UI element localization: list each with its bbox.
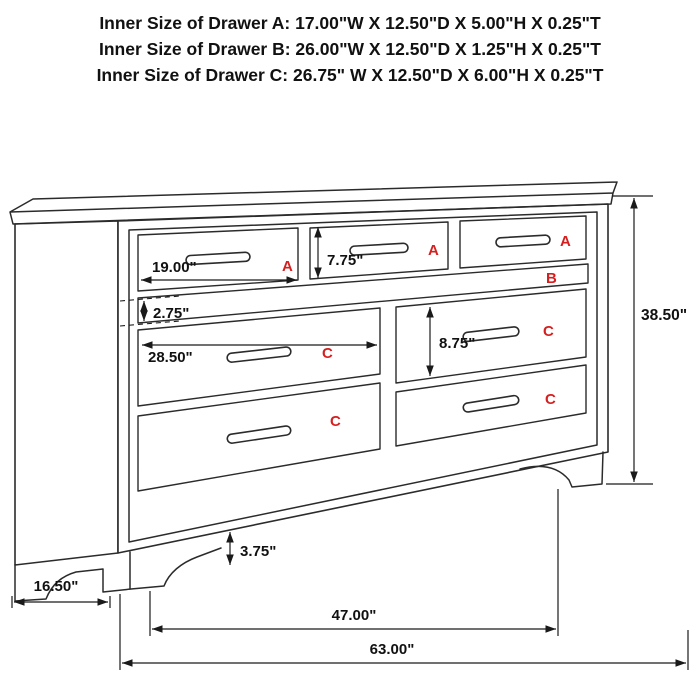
top-panel: [9, 181, 618, 225]
dim-top-drawer-height-value: 7.75": [327, 252, 363, 269]
dim-drawer-c-width-value: 28.50": [148, 349, 193, 366]
label-drawer-c-bottom-left: C: [330, 413, 341, 430]
dim-strip-height-value: 2.75": [153, 305, 189, 322]
handle-c-bottom-left: [226, 425, 292, 444]
dim-drawer-c-width: 28.50": [142, 341, 377, 366]
dim-strip-height: 2.75": [119, 295, 189, 327]
front-inner-frame: [128, 211, 598, 543]
handle-c-mid-left: [226, 346, 292, 363]
spec-line-drawer-c: Inner Size of Drawer C: 26.75" W X 12.50…: [96, 65, 604, 85]
dim-leg-span: 47.00": [149, 489, 559, 636]
dim-side-depth: 16.50": [11, 578, 111, 608]
dim-drawer-c-height-value: 8.75": [439, 335, 475, 352]
dim-foot-height: 3.75": [226, 532, 276, 565]
left-skirt-and-foot: [14, 547, 222, 602]
dim-overall-width: 63.00": [119, 594, 689, 670]
spec-line-drawer-a: Inner Size of Drawer A: 17.00"W X 12.50"…: [99, 13, 601, 33]
spec-header: Inner Size of Drawer A: 17.00"W X 12.50"…: [0, 10, 700, 88]
handle-a-top-center: [349, 242, 409, 256]
handle-a-top-left: [185, 251, 251, 266]
handle-c-bottom-right: [462, 394, 520, 413]
dim-foot-height-value: 3.75": [240, 543, 276, 560]
label-drawer-a-top-center: A: [428, 242, 439, 259]
dim-overall-height: 38.50": [606, 195, 687, 485]
label-drawer-a-top-right: A: [560, 233, 571, 250]
handle-c-mid-right: [462, 326, 520, 343]
dim-top-drawer-height: 7.75": [314, 227, 363, 278]
dimension-annotations: 19.00" 7.75" 2.75" 28.50" 8.75": [11, 195, 689, 670]
dresser-drawing: [9, 181, 618, 602]
handle-a-top-right: [495, 234, 551, 248]
dim-drawer-c-height: 8.75": [426, 307, 475, 376]
dim-leg-span-value: 47.00": [332, 607, 377, 624]
label-drawer-c-bottom-right: C: [545, 391, 556, 408]
drawer-letter-labels: A A A B C C C C: [282, 233, 571, 430]
label-drawer-c-mid-left: C: [322, 345, 333, 362]
front-right-foot: [519, 451, 604, 488]
label-drawer-b-strip: B: [546, 270, 557, 287]
label-drawer-c-mid-right: C: [543, 323, 554, 340]
dim-side-depth-value: 16.50": [34, 578, 79, 595]
spec-line-drawer-b: Inner Size of Drawer B: 26.00"W X 12.50"…: [99, 39, 601, 59]
side-panel: [14, 220, 119, 566]
dim-overall-height-value: 38.50": [641, 307, 687, 324]
dim-drawer-a-width: 19.00": [141, 259, 297, 284]
dim-drawer-a-width-value: 19.00": [152, 259, 197, 276]
drawer-b-jewelry-strip: [137, 263, 589, 324]
label-drawer-a-top-left: A: [282, 258, 293, 275]
dim-overall-width-value: 63.00": [370, 641, 415, 658]
